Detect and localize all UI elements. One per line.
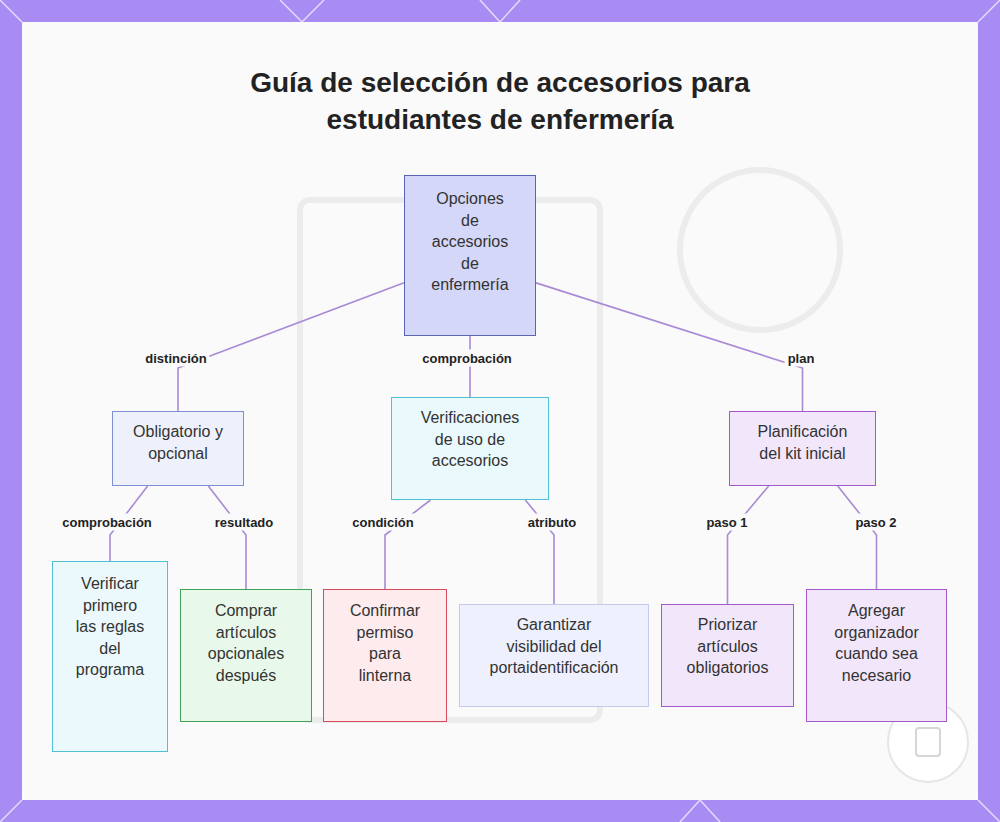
box-text: Garantizar visibilidad del portaidentifi… bbox=[482, 614, 626, 679]
concept-box: Garantizar visibilidad del portaidentifi… bbox=[459, 604, 649, 707]
diagram-title: Guía de selección de accesorios para est… bbox=[170, 64, 830, 138]
edge-label: condición bbox=[349, 514, 416, 531]
connector-line bbox=[178, 283, 404, 411]
concept-box: Verificaciones de uso de accesorios bbox=[391, 397, 549, 500]
connector-line bbox=[838, 486, 877, 589]
concept-box: Verificar primero las reglas del program… bbox=[52, 561, 168, 752]
concept-box: Opciones de accesorios de enfermería bbox=[404, 175, 536, 336]
concept-box: Planificación del kit inicial bbox=[729, 411, 876, 486]
concept-box: Agregar organizador cuando sea necesario bbox=[806, 589, 947, 722]
concept-box: Comprar artículos opcionales después bbox=[180, 589, 312, 722]
edge-label: paso 2 bbox=[852, 514, 899, 531]
concept-box: Priorizar artículos obligatorios bbox=[661, 604, 794, 707]
connector-line bbox=[208, 486, 246, 589]
connector-line bbox=[536, 283, 803, 411]
edge-label: comprobación bbox=[419, 350, 515, 367]
box-text: Agregar organizador cuando sea necesario bbox=[827, 600, 926, 686]
edge-label: paso 1 bbox=[703, 514, 750, 531]
box-text: Planificación del kit inicial bbox=[746, 421, 859, 464]
box-text: Opciones de accesorios de enfermería bbox=[429, 188, 511, 296]
panel bbox=[22, 22, 978, 800]
connector-line bbox=[728, 486, 769, 604]
concept-box: Obligatorio y opcional bbox=[112, 411, 244, 486]
edge-label: plan bbox=[785, 350, 818, 367]
connector-line bbox=[469, 336, 471, 397]
box-text: Verificar primero las reglas del program… bbox=[71, 573, 149, 681]
box-text: Confirmar permiso para linterna bbox=[344, 600, 426, 686]
concept-box: Confirmar permiso para linterna bbox=[323, 589, 447, 722]
edge-label: comprobación bbox=[59, 514, 155, 531]
edge-label: atributo bbox=[525, 514, 579, 531]
edge-label: distinción bbox=[142, 350, 209, 367]
edge-label: resultado bbox=[212, 514, 277, 531]
box-text: Verificaciones de uso de accesorios bbox=[416, 407, 524, 472]
box-text: Priorizar artículos obligatorios bbox=[678, 614, 777, 679]
box-text: Comprar artículos opcionales después bbox=[197, 600, 295, 686]
box-text: Obligatorio y opcional bbox=[133, 421, 223, 464]
